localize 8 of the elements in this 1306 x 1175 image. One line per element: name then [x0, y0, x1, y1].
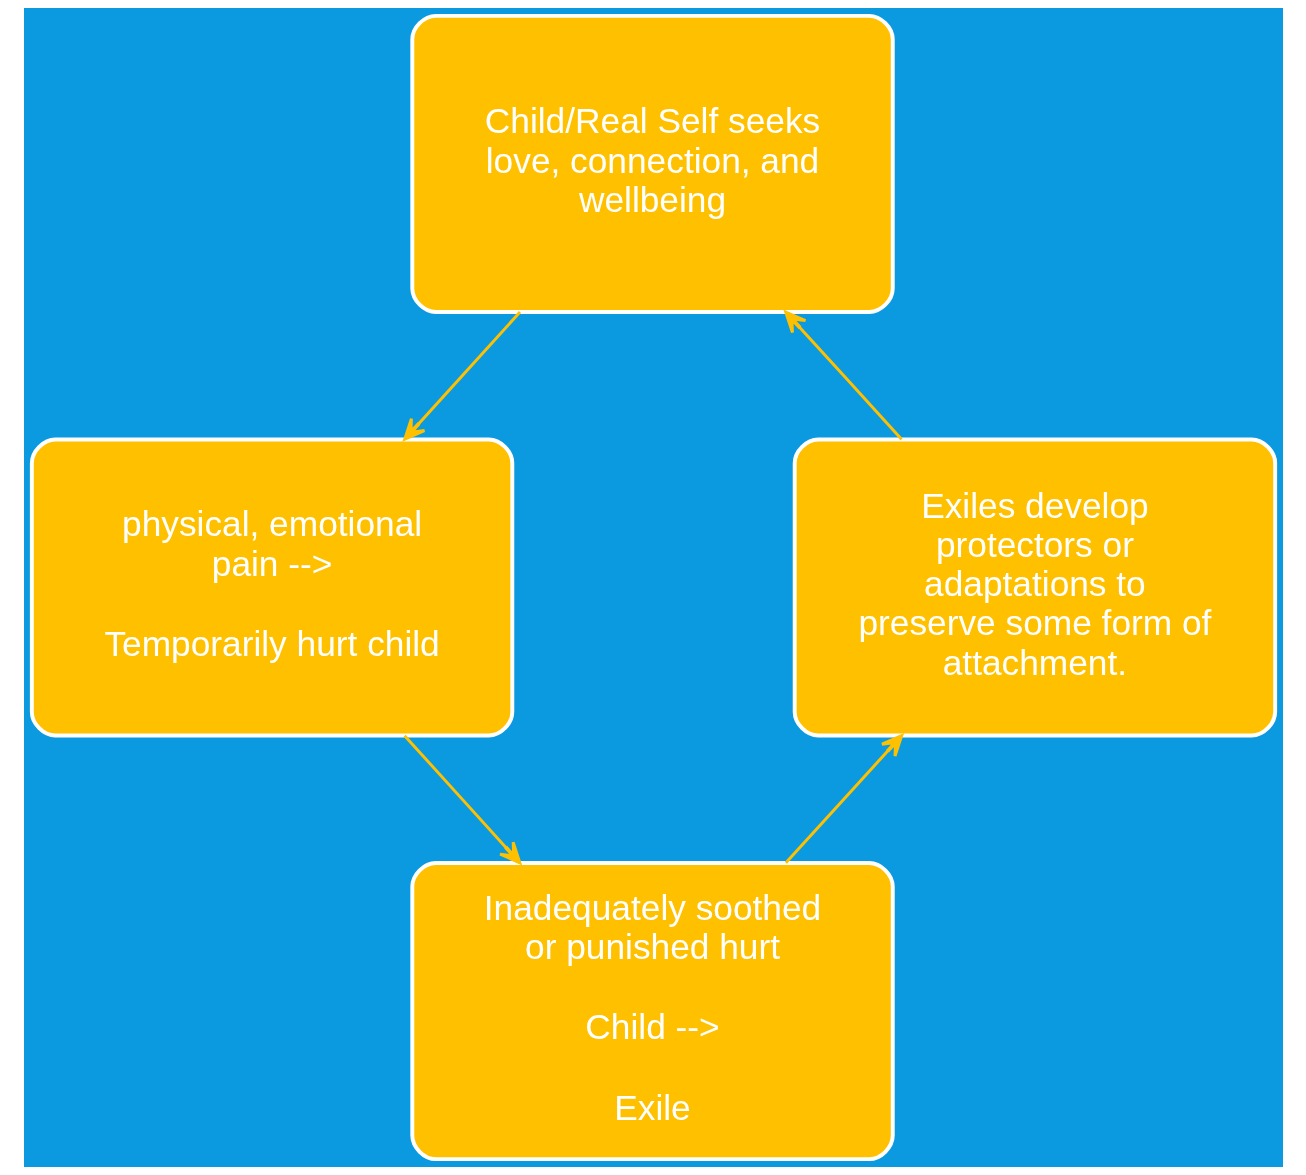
node-box: Exiles develop protectors or adaptations to preserve some form of attachment.	[792, 437, 1277, 738]
arrow	[402, 311, 521, 441]
arrow	[784, 734, 903, 864]
node-box: Child/Real Self seeks love, connection, and wellbeing	[409, 13, 895, 314]
arrow	[403, 734, 521, 865]
node-box: Inadequately soothed or punished hurt Child --> Exile	[409, 861, 895, 1162]
node-box: physical, emotional pain --> Temporarily hurt child	[29, 437, 514, 738]
arrow	[783, 310, 903, 441]
